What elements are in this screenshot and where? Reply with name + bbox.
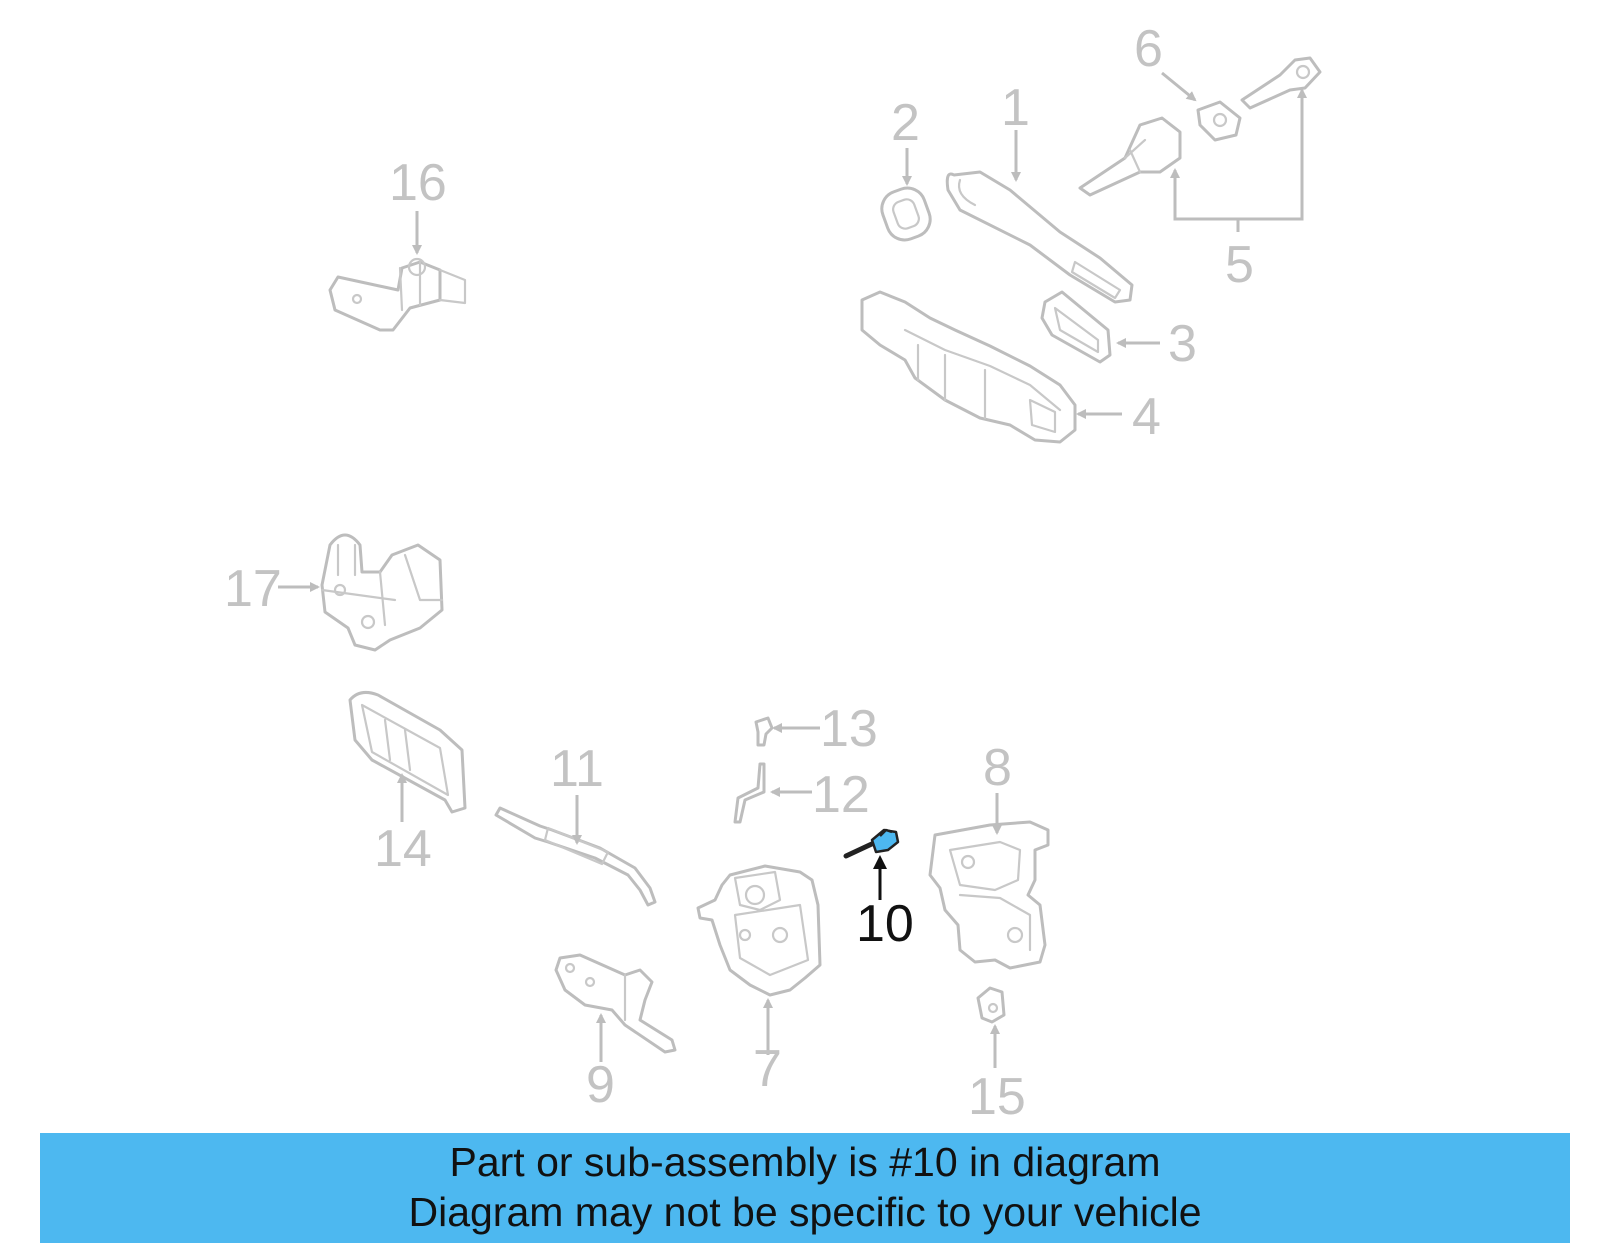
- part-16-hinge: [328, 257, 467, 332]
- callout-16: 16: [389, 154, 447, 212]
- part-2-grommet: [880, 186, 932, 242]
- callout-2: 2: [891, 94, 920, 152]
- part-1-outer-handle: [945, 170, 1134, 304]
- callout-14: 14: [374, 820, 432, 878]
- leader-5a: [1170, 168, 1235, 221]
- callout-8: 8: [983, 739, 1012, 797]
- part-17-lower-hinge: [320, 533, 444, 652]
- part-11-cable: [494, 806, 657, 907]
- part-12-rod: [733, 762, 766, 824]
- info-banner: Part or sub-assembly is #10 in diagram D…: [40, 1133, 1570, 1243]
- part-5-lock-cylinder-key: [1078, 56, 1322, 197]
- part-14-inside-handle: [348, 690, 467, 814]
- leader-5b: [1235, 88, 1307, 221]
- callout-1: 1: [1001, 79, 1030, 137]
- part-13-clip: [754, 716, 774, 747]
- part-7-door-latch: [696, 864, 822, 997]
- callout-3: 3: [1168, 315, 1197, 373]
- part-9-bracket: [554, 953, 677, 1054]
- part-4-handle-carrier: [860, 290, 1077, 444]
- banner-line-part-number: Part or sub-assembly is #10 in diagram: [449, 1139, 1161, 1185]
- part-3-gasket: [1040, 290, 1112, 364]
- callout-11: 11: [550, 740, 604, 798]
- callout-15: 15: [968, 1068, 1026, 1126]
- callout-13: 13: [820, 700, 878, 758]
- callout-6: 6: [1134, 20, 1163, 78]
- banner-line-disclaimer: Diagram may not be specific to your vehi…: [408, 1189, 1202, 1235]
- callout-4: 4: [1132, 388, 1161, 446]
- callout-10: 10: [856, 895, 914, 953]
- callout-12: 12: [812, 766, 870, 824]
- callout-7: 7: [753, 1040, 782, 1098]
- part-8-latch-housing: [928, 820, 1050, 970]
- leader-6: [1161, 71, 1197, 102]
- part-10-highlighted: [843, 828, 900, 859]
- callout-9: 9: [586, 1056, 615, 1114]
- part-6-cap: [1196, 100, 1242, 142]
- callout-17: 17: [224, 560, 282, 618]
- callout-5: 5: [1225, 236, 1254, 294]
- part-15-small-cap: [976, 986, 1006, 1024]
